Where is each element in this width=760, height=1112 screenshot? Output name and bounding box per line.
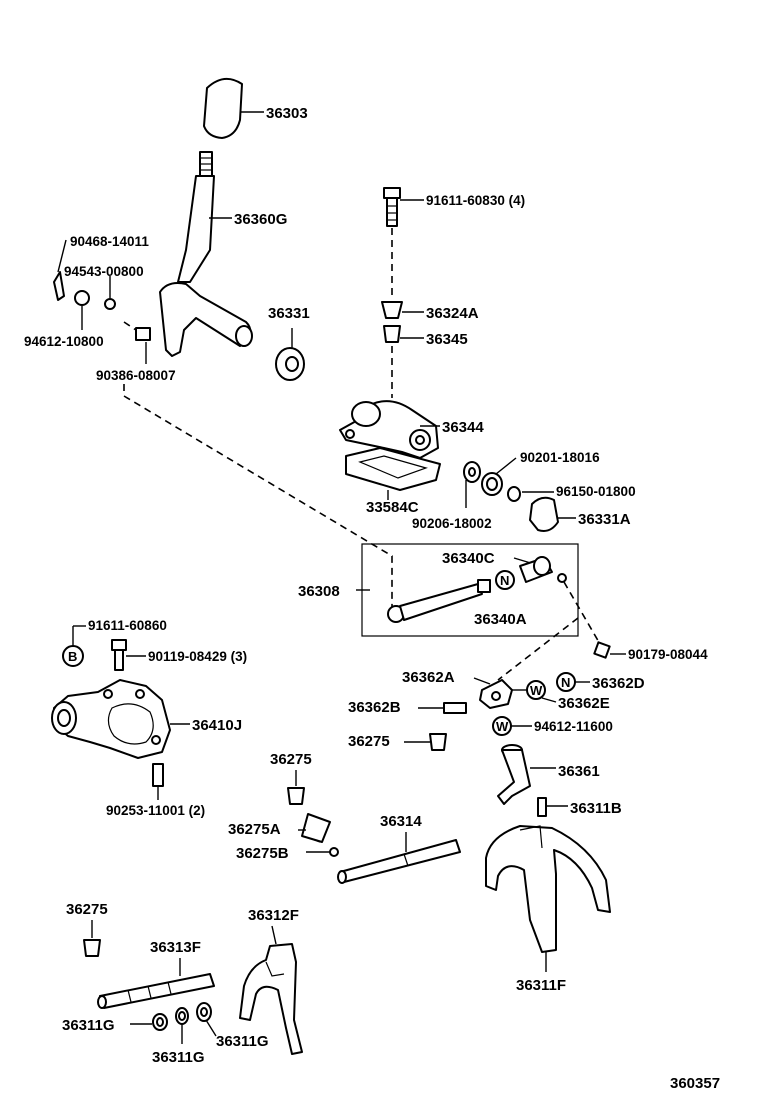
label-90253: 90253-11001 (2) (106, 803, 205, 818)
label-36311g-c: 36311G (216, 1033, 269, 1050)
cap-36331a (529, 496, 559, 532)
ring-36311g-3 (196, 1002, 212, 1022)
shift-lever (159, 151, 253, 357)
fork-36312f (239, 943, 303, 1055)
selector-36362 (479, 679, 513, 709)
label-96150: 96150-01800 (556, 484, 636, 499)
label-36312f: 36312F (248, 907, 299, 924)
label-90119: 90119-08429 (3) (148, 649, 247, 664)
control-rod (387, 579, 491, 623)
label-36362d: 36362D (592, 675, 645, 692)
label-90201: 90201-18016 (520, 450, 600, 465)
label-90206: 90206-18002 (412, 516, 492, 531)
ring-36311g-2 (175, 1007, 189, 1025)
bolt-top (383, 187, 424, 227)
label-90386: 90386-08007 (96, 368, 176, 383)
ball-36275b (329, 847, 339, 857)
ring-96150 (507, 486, 521, 502)
label-36410j: 36410J (192, 717, 242, 734)
label-36311b: 36311B (570, 800, 622, 817)
marker-n-2-letter: N (561, 675, 570, 690)
label-36331a: 36331A (578, 511, 631, 528)
label-36344: 36344 (442, 419, 484, 436)
diagram-id: 360357 (670, 1075, 720, 1092)
seal-36331 (275, 328, 305, 381)
marker-n-1-letter: N (500, 573, 509, 588)
bolt-90119 (111, 639, 146, 671)
housing-36344 (339, 400, 441, 500)
label-36331: 36331 (268, 305, 310, 322)
spring-36275a (301, 813, 331, 843)
label-36275b: 36275B (236, 845, 289, 862)
label-36308: 36308 (298, 583, 340, 600)
plug-36275-top (287, 787, 305, 805)
label-36275-left: 36275 (66, 901, 108, 918)
label-94612-10800: 94612-10800 (24, 334, 104, 349)
plug-36275-mid (429, 733, 447, 751)
plug-36275-left (83, 939, 101, 957)
cotter-pin (53, 239, 67, 301)
label-36362e: 36362E (558, 695, 610, 712)
label-36340c: 36340C (442, 550, 495, 567)
label-90468: 90468-14011 (70, 234, 149, 249)
label-36303: 36303 (266, 105, 308, 122)
cap-36324a (381, 301, 403, 319)
label-94543: 94543-00800 (64, 264, 144, 279)
label-36311f: 36311F (516, 977, 566, 994)
rod-end (519, 556, 567, 583)
bushing (135, 327, 151, 341)
label-36311g-a: 36311G (62, 1017, 115, 1034)
ring-36311g-1 (152, 1013, 168, 1031)
shift-knob (203, 77, 264, 139)
fork-36311f (485, 825, 611, 972)
label-91611-60860: 91611-60860 (88, 618, 167, 633)
label-36361: 36361 (558, 763, 600, 780)
label-36340a: 36340A (474, 611, 527, 628)
label-36362b: 36362B (348, 699, 401, 716)
label-36360g: 36360G (234, 211, 287, 228)
label-36311g-b: 36311G (152, 1049, 205, 1066)
label-36314: 36314 (380, 813, 422, 830)
pin-36362b (443, 702, 467, 714)
washer (104, 298, 116, 310)
label-36324a: 36324A (426, 305, 479, 322)
lever-36361 (497, 744, 556, 805)
nut-90179 (593, 641, 611, 659)
nut-94612-10800 (74, 290, 90, 306)
label-36345: 36345 (426, 331, 468, 348)
marker-w-1-letter: W (530, 683, 543, 698)
marker-b-letter: B (68, 649, 77, 664)
case-36410j (51, 679, 190, 759)
label-90179: 90179-08044 (628, 647, 708, 662)
label-94612-11600: 94612-11600 (534, 719, 613, 734)
label-33584c: 33584C (366, 499, 419, 516)
bush-36345 (383, 325, 401, 343)
shaft-36314 (337, 832, 461, 884)
marker-w-2-letter: W (496, 719, 509, 734)
shaft-36313f (97, 973, 215, 1009)
label-36275-mid: 36275 (348, 733, 390, 750)
label-36275-top: 36275 (270, 751, 312, 768)
marker-n-1 (495, 570, 515, 590)
pin-90253 (152, 763, 164, 787)
label-36275a: 36275A (228, 821, 281, 838)
pin-36311b (537, 797, 547, 817)
label-36313f: 36313F (150, 939, 201, 956)
label-36362a: 36362A (402, 669, 455, 686)
label-91611-60830: 91611-60830 (4) (426, 193, 525, 208)
